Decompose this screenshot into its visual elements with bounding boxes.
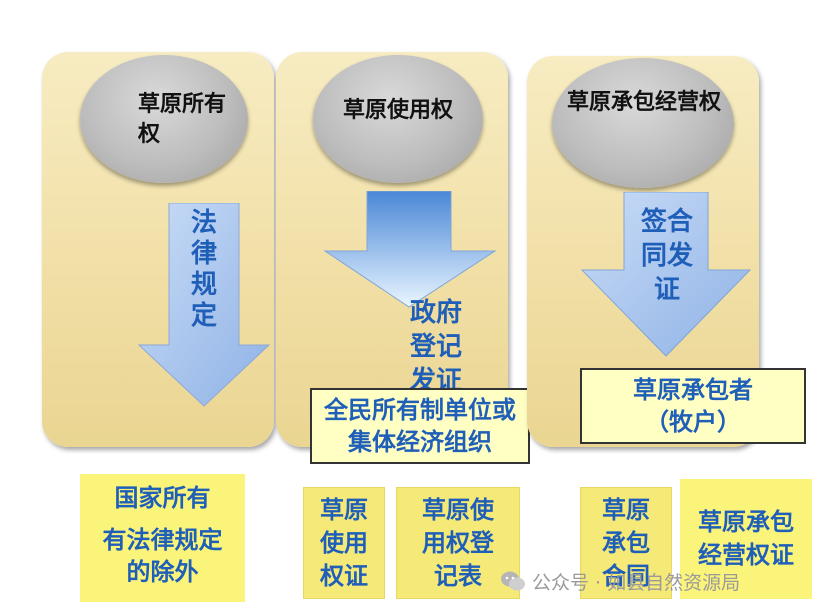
contract-arrow-text: 签合同发证: [640, 207, 693, 305]
usage-title: 草原使用权: [342, 98, 453, 123]
ownership-arrow-text: 法律规定: [190, 208, 217, 331]
state-ownership-line1: 国家所有: [114, 484, 211, 512]
ownership-ellipse: [80, 55, 248, 183]
wechat-icon: [501, 571, 525, 591]
contract-title: 草原承包经营权: [566, 90, 721, 115]
ownership-title: 草原所有权: [138, 92, 227, 147]
usage-holder-text: 全民所有制单位或集体经济组织: [324, 396, 516, 456]
contract-ellipse: [552, 58, 734, 188]
contract-certificate-text: 草原承包经营权证: [698, 508, 794, 569]
contract-holder-text: 草原承包者（牧户）: [633, 376, 753, 436]
usage-arrow-text: 政府登记发证: [409, 298, 462, 396]
usage-register-box: 草原使用权登记表: [396, 487, 520, 599]
watermark-text: 公众号 · 如县自然资源局: [532, 571, 741, 594]
contract-agreement-text: 草原承包合同: [602, 495, 650, 590]
down-arrow-icon: [323, 191, 497, 308]
usage-holder-box: 全民所有制单位或集体经济组织: [310, 388, 530, 464]
contract-agreement-box: 草原承包合同: [580, 487, 672, 599]
down-arrow-icon: [580, 192, 752, 357]
usage-ellipse: [313, 55, 483, 183]
usage-certificate-text: 草原使用权证: [320, 495, 368, 590]
state-ownership-box: 国家所有 有法律规定的除外: [80, 474, 245, 602]
watermark: 公众号 · 如县自然资源局: [500, 566, 740, 596]
state-ownership-line2: 有法律规定的除外: [102, 526, 223, 586]
usage-certificate-box: 草原使用权证: [303, 487, 385, 599]
contract-holder-box: 草原承包者（牧户）: [580, 368, 806, 444]
contract-certificate-box: 草原承包经营权证: [680, 479, 812, 599]
usage-register-text: 草原使用权登记表: [422, 495, 494, 590]
down-arrow-icon: [137, 203, 271, 407]
